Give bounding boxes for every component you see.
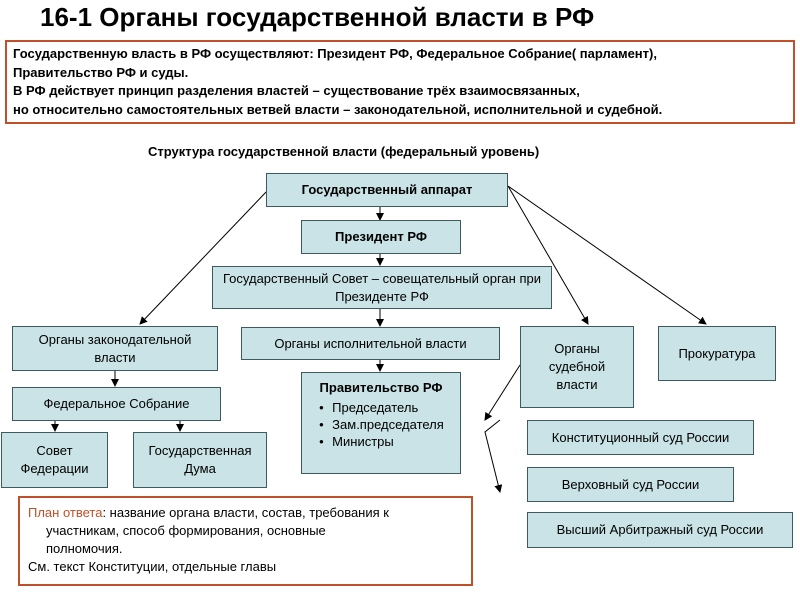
node-executive: Органы исполнительной власти [241, 327, 500, 360]
node-arbitration-court: Высший Арбитражный суд России [527, 512, 793, 548]
node-federal-assembly: Федеральное Собрание [12, 387, 221, 421]
intro-line: но относительно самостоятельных ветвей в… [13, 101, 663, 117]
note-highlight: План ответа [28, 505, 103, 520]
arrow-apparatus-judicial [507, 185, 589, 325]
note-line: См. текст Конституции, отдельные главы [28, 559, 277, 574]
government-member: Председатель [319, 399, 444, 416]
government-members: Председатель Зам.председателя Министры [318, 399, 444, 450]
node-state-council: Государственный Совет – совещательный ор… [212, 266, 552, 309]
intro-line: Правительство РФ и суды. [13, 64, 189, 80]
arrow-judicial-courts [484, 364, 521, 421]
node-government: Правительство РФ Председатель Зам.предсе… [301, 372, 461, 474]
bracket-courts [484, 419, 503, 493]
node-supreme-court: Верховный суд России [527, 467, 734, 502]
government-title: Правительство РФ [319, 380, 443, 395]
note-line: полномочия. [46, 541, 123, 556]
page-title: 16-1 Органы государственной власти в РФ [40, 2, 595, 32]
intro-line: В РФ действует принцип разделения власте… [13, 83, 580, 98]
node-state-apparatus: Государственный аппарат [266, 173, 508, 207]
node-legislative: Органы законодательной власти [12, 326, 218, 371]
arrow-apparatus-prosecutor [507, 185, 707, 325]
intro-box: Государственную власть в РФ осуществляют… [5, 40, 795, 124]
intro-line: Государственную власть в РФ осуществляют… [13, 46, 657, 61]
node-president: Президент РФ [301, 220, 461, 254]
node-prosecutor: Прокуратура [658, 326, 776, 381]
note-line: План ответа: название органа власти, сос… [28, 504, 463, 522]
answer-plan-note: План ответа: название органа власти, сос… [18, 496, 473, 586]
note-line-rest: : название органа власти, состав, требов… [102, 505, 389, 520]
note-line: участникам, способ формирования, основны… [46, 523, 326, 538]
government-member: Министры [319, 433, 444, 450]
node-judicial: Органы судебной власти [520, 326, 634, 408]
government-member: Зам.председателя [319, 416, 444, 433]
arrow-apparatus-legislative [139, 189, 269, 325]
node-federation-council: Совет Федерации [1, 432, 108, 488]
node-state-duma: Государственная Дума [133, 432, 267, 488]
node-constitutional-court: Конституционный суд России [527, 420, 754, 455]
diagram-subtitle: Структура государственной власти (федера… [148, 144, 540, 159]
